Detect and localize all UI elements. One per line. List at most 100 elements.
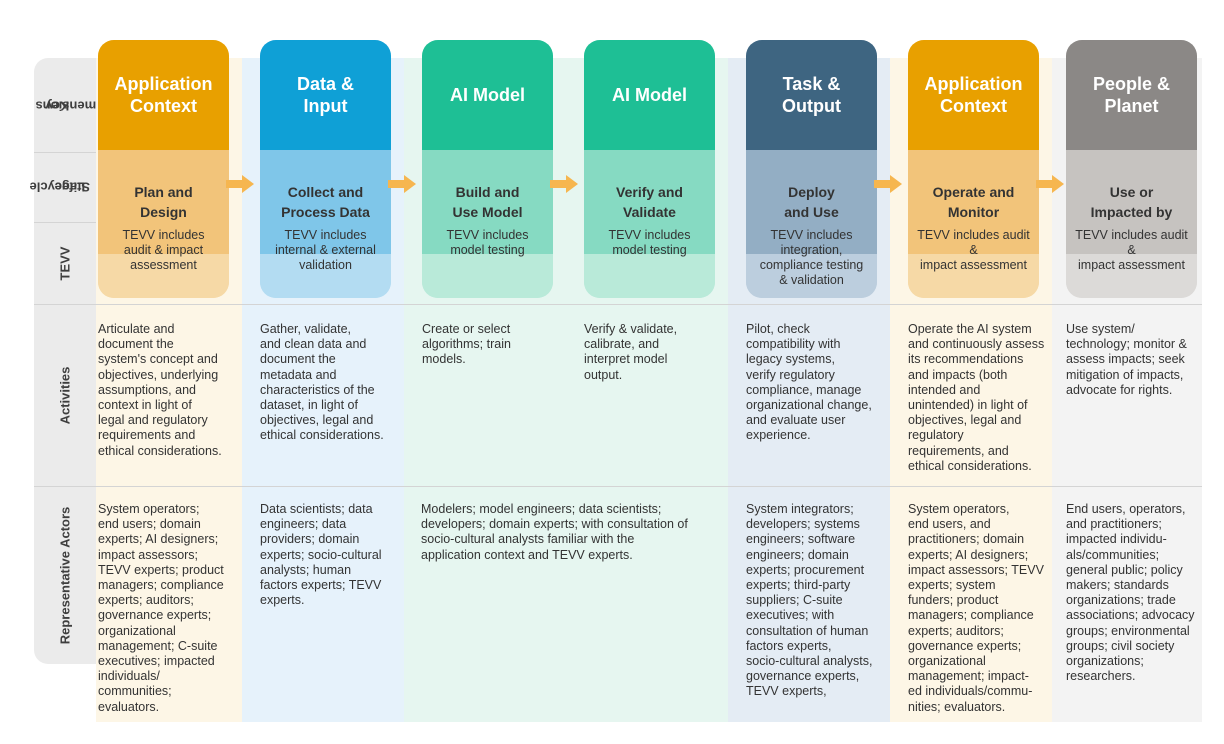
tevv-line: validation xyxy=(299,258,352,272)
text-line: models. xyxy=(422,352,466,367)
title-line: Planet xyxy=(1104,96,1159,116)
row-label-tevv: TEVV xyxy=(57,246,73,280)
text-line: Operate the AI system xyxy=(908,322,1032,336)
title-line: Input xyxy=(303,96,348,116)
text-line: characteristics of the xyxy=(260,382,375,397)
text-line: organizational xyxy=(98,623,176,638)
text-line: compatibility with xyxy=(746,337,841,352)
text-line: application context and TEVV experts. xyxy=(421,547,633,562)
arrow-right-icon xyxy=(226,175,254,193)
stage-line: Monitor xyxy=(947,204,1000,220)
text-line: calibrate, and xyxy=(584,337,660,352)
divider xyxy=(34,486,1202,487)
text-line: experience. xyxy=(746,428,811,443)
text-line: governance experts, xyxy=(746,669,860,684)
text-line: providers; domain xyxy=(260,532,360,547)
text-line: verify regulatory xyxy=(746,367,835,382)
title-line: Task & xyxy=(782,74,841,94)
arrow-right-icon xyxy=(388,175,416,193)
tevv-line: internal & external xyxy=(275,243,376,257)
text-line: End users, operators, xyxy=(1066,502,1186,516)
text-line: socio-cultural analysts, xyxy=(746,654,873,669)
text-line: experts; system xyxy=(908,578,996,593)
text-line: legacy systems, xyxy=(746,352,835,367)
text-line: executives; with xyxy=(746,608,835,623)
stage-line: and Use xyxy=(784,204,839,220)
title-line: AI Model xyxy=(450,85,525,105)
text-line: evaluators. xyxy=(98,699,160,714)
key-dimension-title: AI Model xyxy=(422,40,553,150)
row-label-sidebar xyxy=(34,58,96,664)
tevv-line: & validation xyxy=(779,273,844,287)
text-line: experts; procurement xyxy=(746,562,865,577)
text-line: management; C-suite xyxy=(98,638,218,653)
text-line: and clean data and xyxy=(260,337,367,352)
text-line: output. xyxy=(584,367,623,382)
text-line: practitioners; domain xyxy=(908,532,1025,547)
text-line: System operators, xyxy=(908,502,1010,516)
text-line: managers; compliance xyxy=(908,608,1034,623)
text-line: communities; xyxy=(98,684,172,699)
stage-line: Operate and xyxy=(932,184,1015,200)
text-line: general public; policy xyxy=(1066,562,1183,577)
text-line: makers; standards xyxy=(1066,578,1169,593)
tevv-panel xyxy=(422,254,553,298)
tevv-line: & xyxy=(1127,243,1136,257)
text-line: objectives, underlying xyxy=(98,367,219,382)
title-line: Output xyxy=(782,96,841,116)
stage-line: Deploy xyxy=(788,184,835,200)
tevv-panel xyxy=(584,254,715,298)
text-line: factors experts; TEVV xyxy=(260,578,382,593)
text-line: Pilot, check xyxy=(746,322,810,336)
text-line: and continuously assess xyxy=(908,337,1045,352)
text-line: socio-cultural analysts familiar with th… xyxy=(421,532,635,547)
text-line: System integrators; xyxy=(746,502,854,516)
text-line: researchers. xyxy=(1066,669,1136,684)
text-line: end users, and xyxy=(908,517,991,532)
text-line: suppliers; C-suite xyxy=(746,593,843,608)
text-line: ethical considerations. xyxy=(908,458,1032,473)
arrow-right-icon xyxy=(1036,175,1064,193)
text-line: associations; advocacy xyxy=(1066,608,1195,623)
text-line: assumptions, and xyxy=(98,382,196,397)
tevv-line: & xyxy=(969,243,978,257)
tevv-line: TEVV includes xyxy=(446,228,529,242)
text-line: management; impact- xyxy=(908,669,1029,684)
stage-line: Verify and xyxy=(616,184,683,200)
text-line: Verify & validate, xyxy=(584,322,678,336)
key-dimension-title: Data &Input xyxy=(260,40,391,150)
text-line: impacted individu- xyxy=(1066,532,1167,547)
text-line: technology; monitor & xyxy=(1066,337,1187,352)
text-line: objectives, legal and xyxy=(260,413,374,428)
stage-line: Collect and xyxy=(287,184,364,200)
key-dimension-title: AI Model xyxy=(584,40,715,150)
text-line: engineers; software xyxy=(746,532,856,547)
text-line: analysts; human xyxy=(260,562,352,577)
tevv-line: TEVV includes xyxy=(284,228,367,242)
text-line: ethical considerations. xyxy=(260,428,384,443)
tevv-panel xyxy=(1066,254,1197,298)
tevv-text: TEVV includes audit&impact assessment xyxy=(1066,228,1197,273)
text-line: engineers; domain xyxy=(746,547,849,562)
text-line: governance experts; xyxy=(98,608,212,623)
text-line: requirements, and xyxy=(908,443,1009,458)
text-line: and practitioners; xyxy=(1066,517,1162,532)
text-line: unintended) in light of xyxy=(908,398,1028,413)
key-dimension-title: People &Planet xyxy=(1066,40,1197,150)
text-line: document the xyxy=(260,352,336,367)
text-line: groups; civil society xyxy=(1066,638,1175,653)
text-line: Gather, validate, xyxy=(260,322,352,336)
text-line: experts. xyxy=(260,593,305,608)
